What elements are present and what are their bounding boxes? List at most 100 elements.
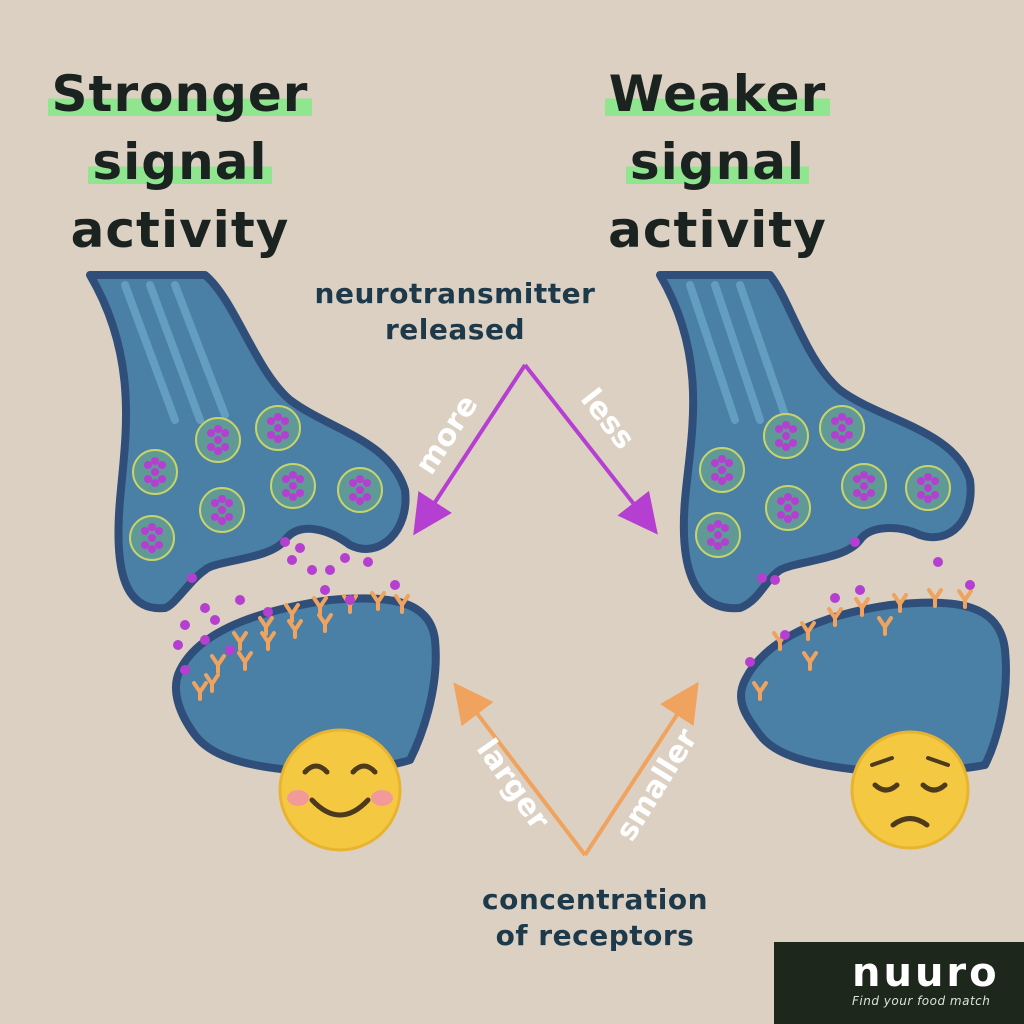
vesicle-neurotransmitter [931, 477, 939, 485]
receptor [287, 619, 303, 639]
vesicle-neurotransmitter [725, 459, 733, 467]
vesicle-neurotransmitter [845, 431, 853, 439]
vesicle-neurotransmitter [151, 479, 159, 487]
vesicle-neurotransmitter [917, 491, 925, 499]
receptor [394, 594, 410, 614]
vesicle-neurotransmitter [207, 443, 215, 451]
receptor [204, 673, 220, 693]
brand-name: nuuro [852, 950, 1000, 996]
neurotransmitter-molecule [363, 557, 373, 567]
vesicle-neurotransmitter [784, 515, 792, 523]
vesicle-neurotransmitter [867, 489, 875, 497]
vesicle-neurotransmitter [296, 475, 304, 483]
neurotransmitter-molecule [850, 537, 860, 547]
receptor-label-line-1: concentration [481, 883, 709, 916]
neurotransmitter-molecule [187, 573, 197, 583]
neurotransmitter-molecule [345, 595, 355, 605]
neurotransmitter-molecule [173, 640, 183, 650]
neurotransmitter-molecule [745, 657, 755, 667]
vesicle-neurotransmitter [714, 531, 722, 539]
vesicle-neurotransmitter [148, 545, 156, 553]
left-title-line-1: Stronger [47, 65, 313, 123]
receptor [284, 603, 300, 623]
receptor [802, 651, 818, 671]
vesicle-neurotransmitter [853, 489, 861, 497]
neurotransmitter-label-line-1: neurotransmitter [314, 277, 596, 310]
receptor [752, 681, 768, 701]
vesicle-neurotransmitter [714, 542, 722, 550]
vesicle-neurotransmitter [853, 475, 861, 483]
neurotransmitter-molecule [770, 575, 780, 585]
less-label: less [573, 382, 641, 456]
vesicle-neurotransmitter [791, 497, 799, 505]
vesicle-neurotransmitter [144, 475, 152, 483]
vesicle-neurotransmitter [725, 473, 733, 481]
neurotransmitter-molecule [320, 585, 330, 595]
receptor-label-line-2: of receptors [495, 919, 695, 952]
vesicle-neurotransmitter [721, 538, 729, 546]
vesicle-neurotransmitter [831, 417, 839, 425]
vesicle-neurotransmitter [860, 493, 868, 501]
vesicle-neurotransmitter [707, 538, 715, 546]
receptor [370, 591, 386, 611]
receptor [237, 651, 253, 671]
vesicle-neurotransmitter [775, 439, 783, 447]
vesicle-neurotransmitter [151, 457, 159, 465]
vesicle-neurotransmitter [349, 493, 357, 501]
vesicle-neurotransmitter [282, 489, 290, 497]
vesicle-neurotransmitter [274, 424, 282, 432]
left-title-line-3: activity [70, 201, 290, 259]
neurotransmitter-molecule [180, 665, 190, 675]
vesicle-neurotransmitter [274, 435, 282, 443]
vesicle-neurotransmitter [148, 534, 156, 542]
neurotransmitter-molecule [830, 593, 840, 603]
vesicle-neurotransmitter [838, 435, 846, 443]
vesicle-neurotransmitter [289, 493, 297, 501]
neurotransmitter-molecule [855, 585, 865, 595]
vesicle-neurotransmitter [151, 468, 159, 476]
vesicle-neurotransmitter [144, 461, 152, 469]
neurotransmitter-label-line-2: released [385, 313, 525, 346]
neurotransmitter-molecule [757, 573, 767, 583]
vesicle-neurotransmitter [211, 499, 219, 507]
vesicle-neurotransmitter [141, 527, 149, 535]
receptor [260, 631, 276, 651]
vesicle-neurotransmitter [784, 504, 792, 512]
vesicle-neurotransmitter [141, 541, 149, 549]
vesicle-neurotransmitter [777, 497, 785, 505]
right-presynaptic-neuron [656, 271, 975, 613]
vesicle-neurotransmitter [218, 517, 226, 525]
receptor [800, 621, 816, 641]
vesicle-neurotransmitter [214, 436, 222, 444]
right-vesicles [695, 405, 951, 558]
neurotransmitter-molecule [280, 537, 290, 547]
vesicle-neurotransmitter [789, 425, 797, 433]
receptor [312, 596, 328, 616]
vesicle-neurotransmitter [296, 489, 304, 497]
vesicle-neurotransmitter [718, 477, 726, 485]
neurotransmitter-molecule [307, 565, 317, 575]
vesicle-neurotransmitter [831, 431, 839, 439]
right-title-line-3: activity [608, 201, 827, 259]
vesicle-neurotransmitter [721, 524, 729, 532]
neurotransmitter-molecule [180, 620, 190, 630]
right-title-line-1: Weaker [604, 65, 831, 123]
neurotransmitter-molecule [340, 553, 350, 563]
vesicle-neurotransmitter [924, 484, 932, 492]
receptor [192, 681, 208, 701]
vesicle-neurotransmitter [289, 471, 297, 479]
right-panel-title: Weaker signal activity [580, 60, 855, 264]
left-vesicles [129, 405, 383, 561]
vesicle-neurotransmitter [282, 475, 290, 483]
vesicle-neurotransmitter [714, 520, 722, 528]
left-neurotransmitters [173, 537, 400, 675]
vesicle-neurotransmitter [718, 455, 726, 463]
vesicle-neurotransmitter [707, 524, 715, 532]
vesicle-neurotransmitter [214, 447, 222, 455]
neurotransmitter-molecule [295, 543, 305, 553]
vesicle-neurotransmitter [356, 486, 364, 494]
neurotransmitter-arrows: more less [409, 363, 658, 536]
neurotransmitter-molecule [780, 630, 790, 640]
vesicle-neurotransmitter [356, 497, 364, 505]
left-receptors [192, 591, 410, 701]
